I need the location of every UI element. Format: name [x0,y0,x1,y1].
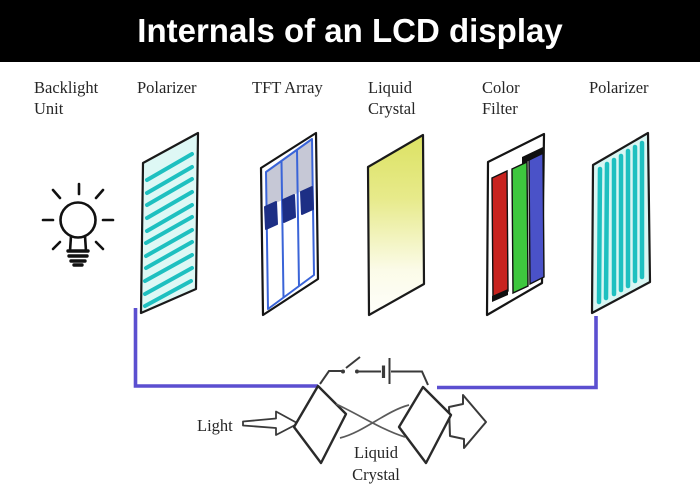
label-color-filter: Color Filter [482,78,520,118]
light-input-arrow [242,410,299,436]
label-tft-array: TFT Array [252,78,323,97]
connector-left [133,308,318,388]
switch-terminal [355,369,359,374]
liquid-crystal-panel [366,133,426,317]
label-liquid-crystal-bottom: Liquid Crystal [352,443,400,484]
tft-array-panel [259,131,320,317]
polarizer-front-panel [139,131,200,315]
light-output-arrow [448,394,487,449]
polarizer-diamond-left [292,384,348,465]
switch-terminal [341,369,345,374]
label-backlight-unit: Backlight Unit [34,78,99,118]
connector-right [437,316,598,390]
switch-icon [345,356,361,369]
color-filter-panel [485,132,546,317]
circuit [319,356,429,386]
title-bar: Internals of an LCD display [0,0,700,62]
filter-bottom-cap [492,289,508,302]
polarizer-rear-panel [590,131,652,315]
polarizer-diamond-right [397,385,453,465]
circuit-wire-right [391,370,429,386]
filter-top-cap [522,147,543,164]
page-title: Internals of an LCD display [137,12,563,49]
label-light: Light [197,416,233,435]
label-polarizer-front: Polarizer [137,78,197,97]
label-polarizer-rear: Polarizer [589,78,649,97]
label-liquid-crystal: Liquid Crystal [368,78,416,118]
circuit-wire-left [319,370,342,385]
liquid-crystal-twist-curves [335,403,410,439]
light-bulb-icon [41,182,115,267]
